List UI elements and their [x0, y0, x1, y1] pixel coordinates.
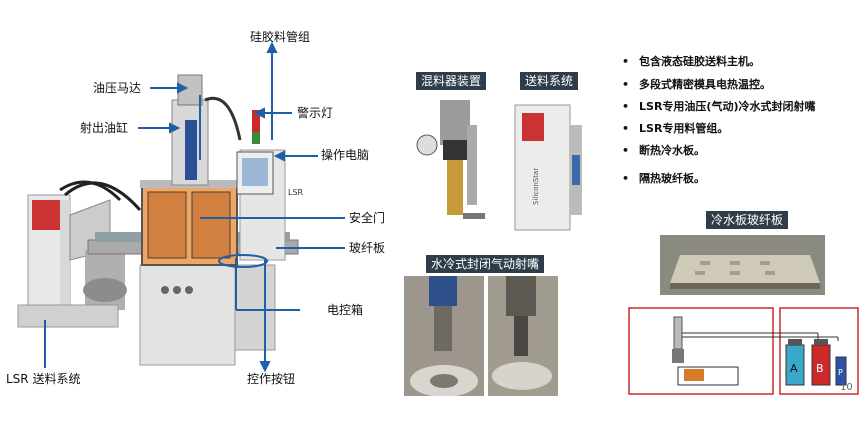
tag-mixer: 混料器装置	[416, 72, 487, 90]
label-injection-cylinder: 射出油缸	[80, 121, 129, 135]
feeding-photo: SiliconStar	[510, 95, 590, 235]
label-fiberglass-board: 玻纤板	[349, 241, 386, 255]
tag-feeding: 送料系统	[520, 72, 579, 90]
feature-item: 隔热玻纤板。	[622, 172, 705, 186]
injection-schematic	[628, 307, 860, 397]
page-number: 10	[840, 382, 853, 393]
label-lsr-feeding: LSR 送料系统	[6, 372, 81, 386]
label-warning-light: 警示灯	[297, 106, 334, 120]
feature-item: 断热冷水板。	[622, 144, 705, 158]
label-safety-door: 安全门	[349, 211, 386, 225]
mixer-photo	[405, 95, 495, 235]
label-oil-motor: 油压马达	[93, 81, 142, 95]
label-operation-pc: 操作电脑	[321, 148, 370, 162]
machine-illustration: LSR	[0, 0, 400, 419]
feature-item: 多段式精密模具电热温控。	[622, 78, 771, 92]
feature-item: 包含液态硅胶送料主机。	[622, 55, 760, 69]
label-silicone-pipe: 硅胶料管组	[250, 30, 311, 44]
label-control-box: 电控箱	[327, 303, 364, 317]
tag-cooling-plate: 冷水板玻纤板	[706, 211, 789, 229]
nozzle-photo-2	[488, 276, 558, 396]
feature-item: LSR专用料管组。	[622, 122, 728, 136]
label-control-button: 控作按钮	[247, 372, 296, 386]
tag-nozzle: 水冷式封闭气动射嘴	[426, 255, 545, 273]
feature-item: LSR专用油压(气动)冷水式封闭射嘴	[622, 100, 815, 114]
cooling-plate-photo	[660, 235, 825, 295]
svg-text:SiliconStar: SiliconStar	[532, 168, 540, 205]
diagram-label-b: B	[816, 362, 824, 375]
diagram-label-p: P	[838, 368, 843, 377]
diagram-label-a: A	[790, 362, 798, 375]
svg-text:LSR: LSR	[288, 188, 304, 197]
nozzle-photo-1	[404, 276, 484, 396]
